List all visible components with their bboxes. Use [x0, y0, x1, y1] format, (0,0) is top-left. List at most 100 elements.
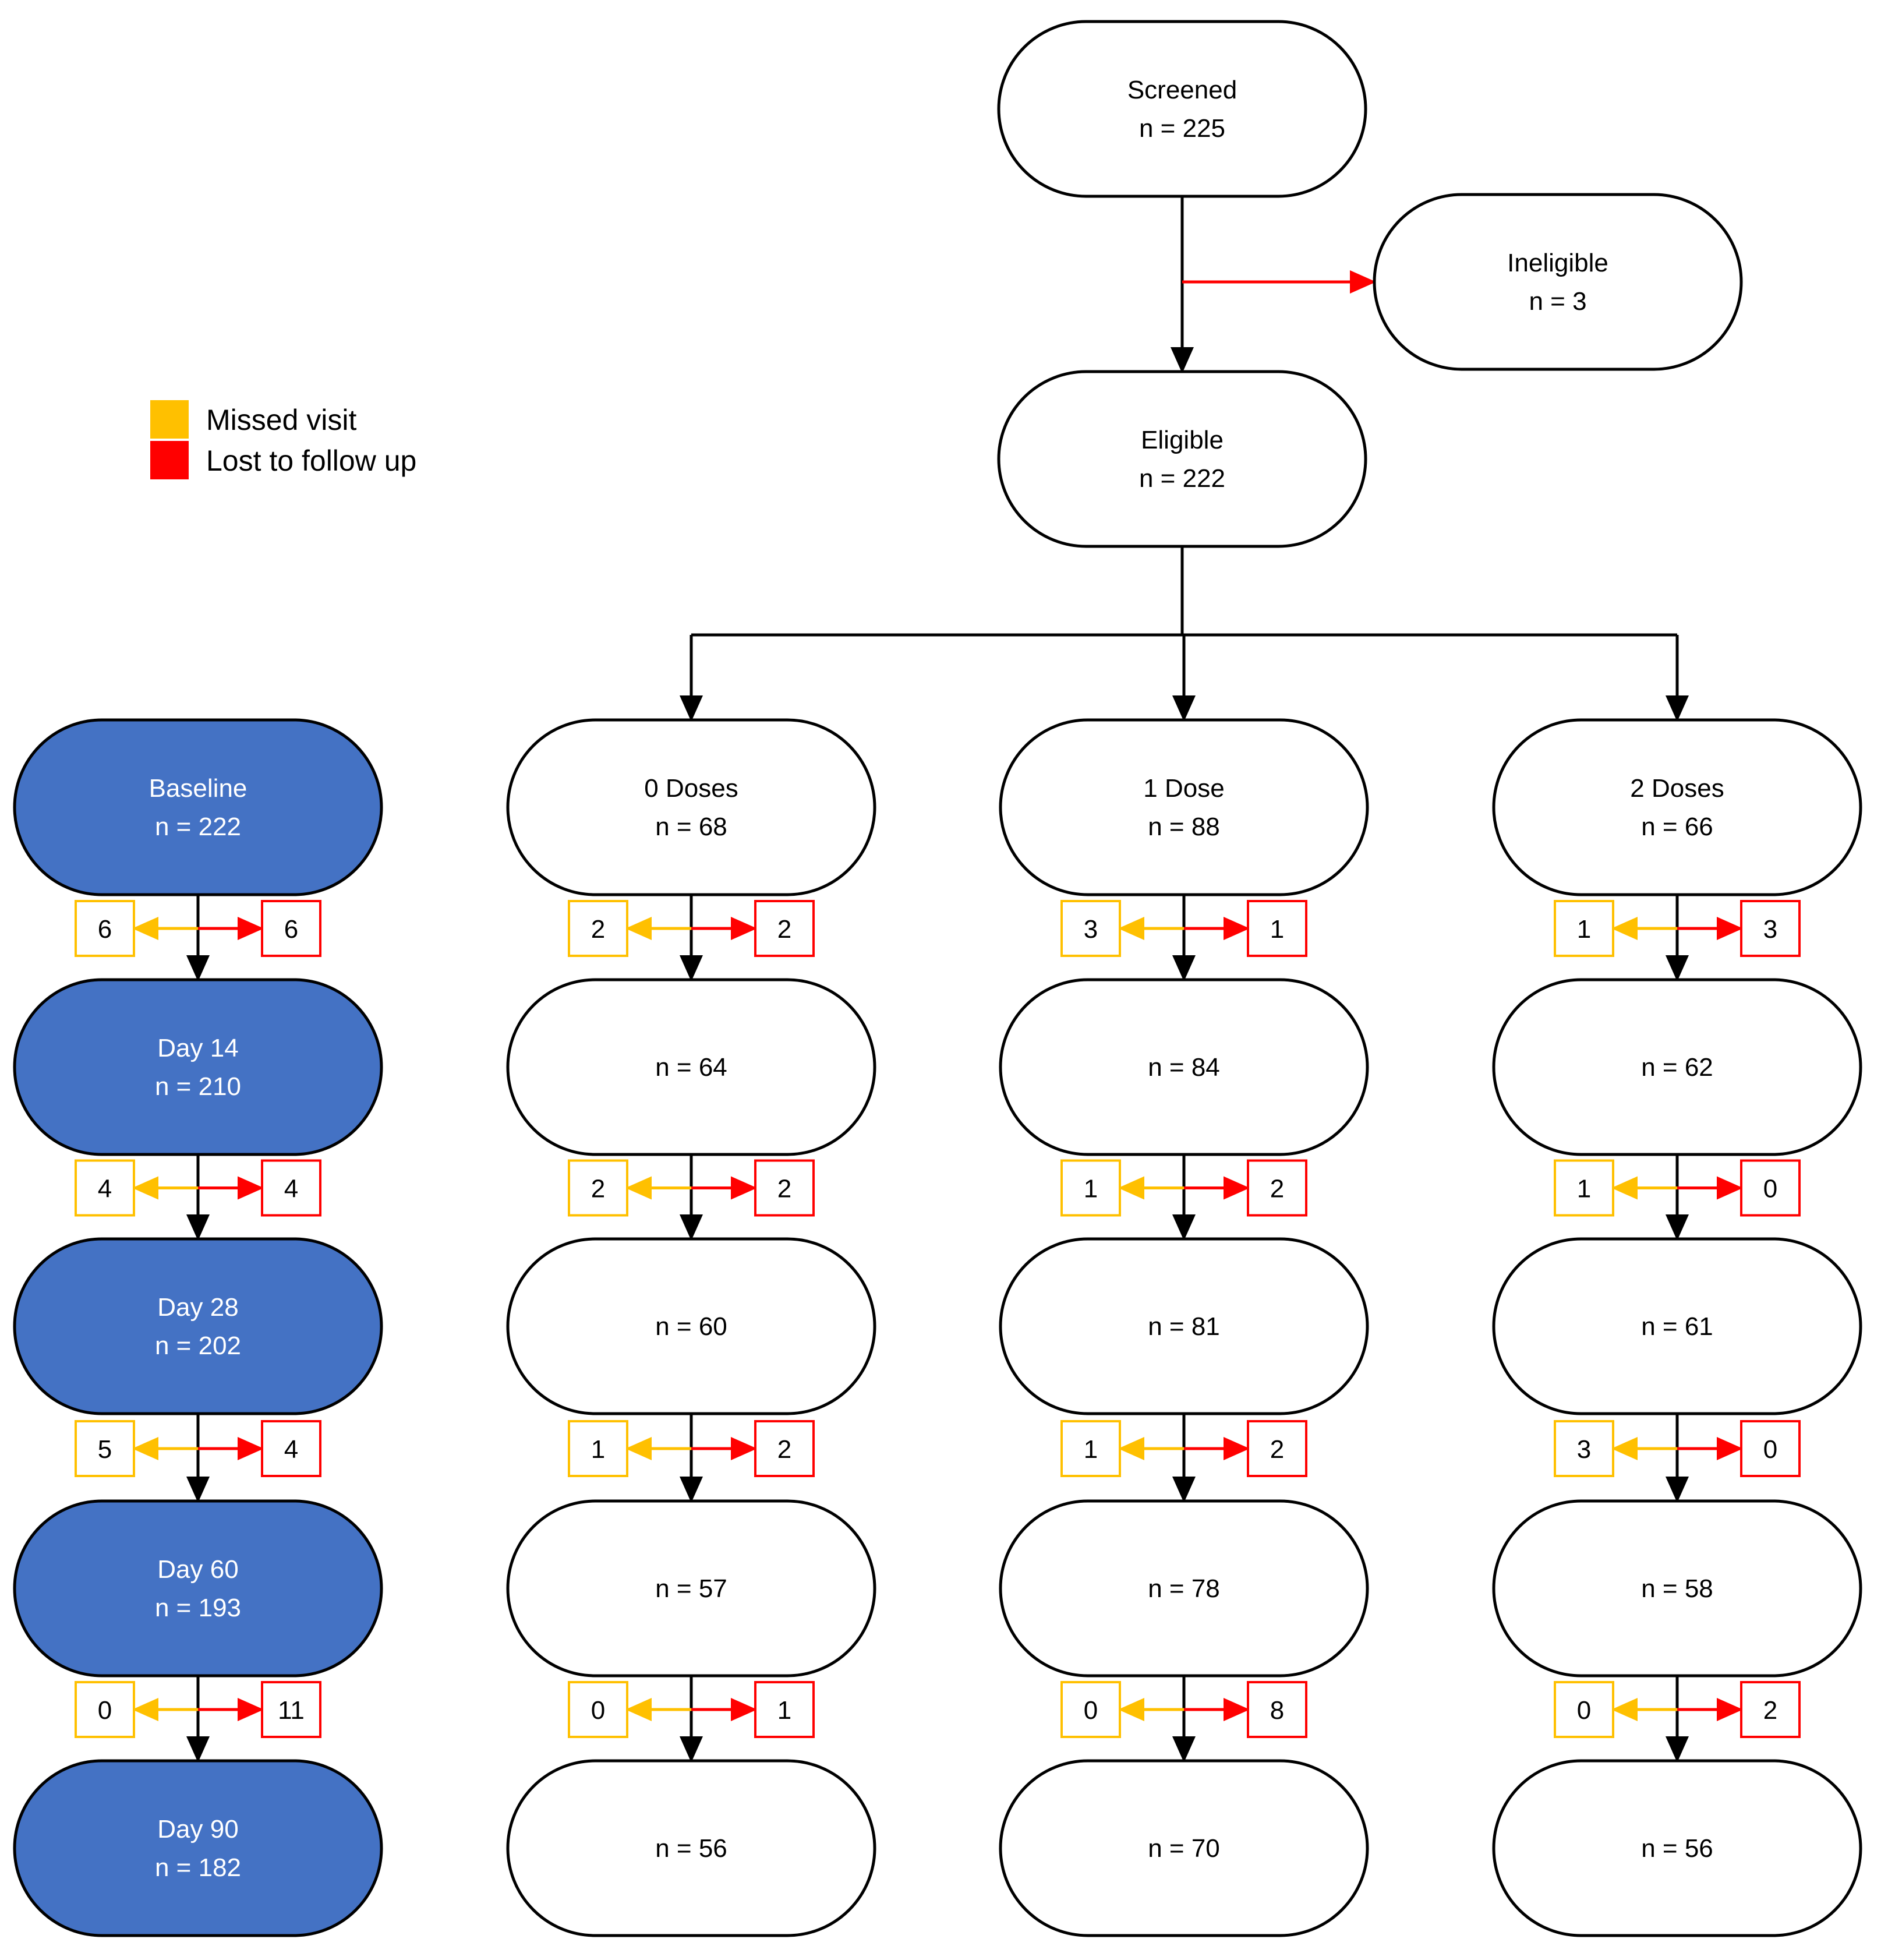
missed-visit-value: 3	[1084, 915, 1098, 944]
node-timeline-2-label: Day 28	[157, 1293, 238, 1322]
missed-visit-box	[1554, 1159, 1614, 1217]
node-two-doses-4-shape	[1492, 1759, 1862, 1937]
node-one-dose-0-shape	[999, 718, 1369, 896]
missed-visit-count: 1	[1554, 1159, 1614, 1217]
node-eligible-label: Eligible	[1141, 426, 1224, 454]
lost-to-follow-up-count: 2	[754, 1159, 815, 1217]
node-timeline-2-label: n = 202	[155, 1332, 241, 1360]
missed-visit-count: 3	[1554, 1420, 1614, 1477]
lost-to-follow-up-count: 1	[754, 1681, 815, 1738]
lost-to-follow-up-value: 2	[777, 1435, 791, 1464]
missed-visit-box	[75, 900, 135, 957]
node-zero-doses-2-shape	[506, 1237, 876, 1415]
node-one-dose-3-shape	[999, 1499, 1369, 1678]
node-ineligible-shape	[1373, 193, 1743, 371]
missed-visit-value: 2	[591, 915, 605, 944]
lost-to-follow-up-count: 2	[1247, 1159, 1307, 1217]
node-two-doses-0: 2 Doses n = 66	[1492, 718, 1862, 896]
node-two-doses-4-label: n = 56	[1641, 1834, 1713, 1863]
node-two-doses-0-label: 2 Doses	[1630, 774, 1724, 803]
node-one-dose-4-label: n = 70	[1148, 1834, 1220, 1863]
lost-to-follow-up-value: 6	[284, 915, 298, 944]
node-zero-doses-2: n = 60	[506, 1237, 876, 1415]
lost-to-follow-up-value: 1	[1270, 915, 1284, 944]
node-timeline-2: Day 28 n = 202	[13, 1237, 383, 1415]
node-timeline-4-label: Day 90	[157, 1815, 238, 1844]
missed-visit-count: 2	[568, 1159, 628, 1217]
lost-to-follow-up-count: 8	[1247, 1681, 1307, 1738]
node-two-doses-1-shape	[1492, 978, 1862, 1156]
missed-visit-box	[568, 900, 628, 957]
missed-visit-box	[568, 1159, 628, 1217]
lost-to-follow-up-value: 2	[1763, 1696, 1777, 1725]
missed-visit-box	[1060, 1420, 1121, 1477]
lost-to-follow-up-value: 2	[1270, 1175, 1284, 1203]
missed-visit-value: 0	[98, 1696, 112, 1725]
lost-to-follow-up-box	[261, 1420, 321, 1477]
lost-to-follow-up-box	[1247, 1420, 1307, 1477]
lost-to-follow-up-box	[754, 1159, 815, 1217]
missed-visit-value: 1	[591, 1435, 605, 1464]
missed-visit-box	[75, 1159, 135, 1217]
node-zero-doses-1-label: n = 64	[655, 1053, 727, 1082]
lost-to-follow-up-box	[754, 1681, 815, 1738]
lost-to-follow-up-box	[261, 900, 321, 957]
node-two-doses-2-label: n = 61	[1641, 1312, 1713, 1341]
missed-visit-value: 0	[1577, 1696, 1591, 1725]
lost-to-follow-up-value: 4	[284, 1435, 298, 1464]
lost-to-follow-up-box	[1740, 1159, 1801, 1217]
node-zero-doses-0-label: 0 Doses	[644, 774, 738, 803]
lost-to-follow-up-value: 2	[777, 915, 791, 944]
node-one-dose-4-shape	[999, 1759, 1369, 1937]
missed-visit-value: 0	[1084, 1696, 1098, 1725]
lost-to-follow-up-value: 2	[777, 1175, 791, 1203]
node-timeline-0-label: Baseline	[149, 774, 248, 803]
node-timeline-2-shape	[13, 1237, 383, 1415]
missed-visit-box	[1554, 1681, 1614, 1738]
lost-to-follow-up-count: 2	[754, 1420, 815, 1477]
node-timeline-4-label: n = 182	[155, 1853, 241, 1882]
lost-to-follow-up-value: 2	[1270, 1435, 1284, 1464]
node-timeline-0: Baseline n = 222	[13, 718, 383, 896]
missed-visit-count: 0	[75, 1681, 135, 1738]
lost-to-follow-up-box	[261, 1159, 321, 1217]
node-one-dose-1: n = 84	[999, 978, 1369, 1156]
missed-visit-value: 5	[98, 1435, 112, 1464]
node-timeline-3-label: n = 193	[155, 1594, 241, 1622]
missed-visit-box	[568, 1681, 628, 1738]
edges-layer	[132, 196, 1743, 1763]
legend-item: Lost to follow up	[150, 441, 416, 479]
missed-visit-box	[1060, 900, 1121, 957]
lost-to-follow-up-box	[1740, 900, 1801, 957]
missed-visit-box	[75, 1420, 135, 1477]
missed-visit-count: 1	[1554, 900, 1614, 957]
missed-visit-value: 1	[1577, 915, 1591, 944]
missed-visit-box	[568, 1420, 628, 1477]
node-timeline-3: Day 60n = 193	[13, 1499, 383, 1678]
lost-to-follow-up-count: 6	[261, 900, 321, 957]
legend-label: Lost to follow up	[206, 444, 416, 477]
node-zero-doses-1-shape	[506, 978, 876, 1156]
node-zero-doses-0-shape	[506, 718, 876, 896]
missed-visit-box	[1554, 900, 1614, 957]
node-timeline-1-label: n = 210	[155, 1072, 241, 1101]
missed-visit-value: 3	[1577, 1435, 1591, 1464]
node-ineligible-label: n = 3	[1529, 287, 1586, 316]
lost-to-follow-up-box	[261, 1681, 321, 1738]
node-timeline-0-label: n = 222	[155, 813, 241, 841]
node-two-doses-0-shape	[1492, 718, 1862, 896]
node-two-doses-0-label: n = 66	[1641, 813, 1713, 841]
node-two-doses-3-label: n = 58	[1641, 1574, 1713, 1603]
legend-swatch	[150, 441, 189, 479]
node-one-dose-2-label: n = 81	[1148, 1312, 1220, 1341]
node-screened-label: Screened	[1127, 76, 1237, 104]
node-zero-doses-1: n = 64	[506, 978, 876, 1156]
legend-swatch	[150, 400, 189, 439]
lost-to-follow-up-box	[1740, 1420, 1801, 1477]
lost-to-follow-up-value: 1	[777, 1696, 791, 1725]
